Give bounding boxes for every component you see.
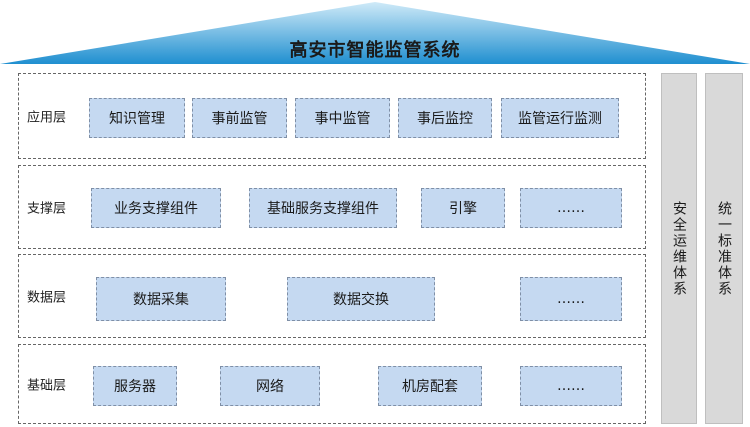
layer-label-base: 基础层 (27, 378, 67, 394)
box-business-support-component: 业务支撑组件 (91, 188, 221, 228)
security-ops-pillar: 安全运维体系 (661, 73, 697, 424)
data-layer: 数据层 数据采集 数据交换 …… (18, 254, 646, 338)
layer-label-app: 应用层 (27, 110, 67, 126)
box-knowledge-management: 知识管理 (89, 98, 185, 138)
box-base-more: …… (520, 366, 622, 406)
box-network: 网络 (220, 366, 320, 406)
box-post-monitoring: 事后监控 (398, 98, 492, 138)
box-engine: 引擎 (421, 188, 505, 228)
unified-standard-pillar: 统一标准体系 (705, 73, 743, 424)
box-operation-monitoring: 监管运行监测 (501, 98, 619, 138)
box-support-more: …… (520, 188, 622, 228)
box-machine-room: 机房配套 (378, 366, 482, 406)
base-layer: 基础层 服务器 网络 机房配套 …… (18, 344, 646, 424)
box-pre-supervision: 事前监管 (192, 98, 287, 138)
application-layer: 应用层 知识管理 事前监管 事中监管 事后监控 监管运行监测 (18, 73, 646, 159)
box-in-process-supervision: 事中监管 (295, 98, 390, 138)
box-data-collection: 数据采集 (96, 277, 226, 321)
box-data-exchange: 数据交换 (287, 277, 435, 321)
box-basic-service-component: 基础服务支撑组件 (249, 188, 397, 228)
unified-standard-label: 统一标准体系 (716, 200, 732, 297)
box-server: 服务器 (93, 366, 177, 406)
layer-label-data: 数据层 (27, 290, 67, 306)
layer-label-support: 支撑层 (27, 201, 67, 217)
system-title: 高安市智能监管系统 (289, 40, 461, 61)
support-layer: 支撑层 业务支撑组件 基础服务支撑组件 引擎 …… (18, 165, 646, 249)
roof-triangle (0, 2, 750, 64)
security-ops-label: 安全运维体系 (671, 200, 687, 297)
box-data-more: …… (520, 277, 622, 321)
